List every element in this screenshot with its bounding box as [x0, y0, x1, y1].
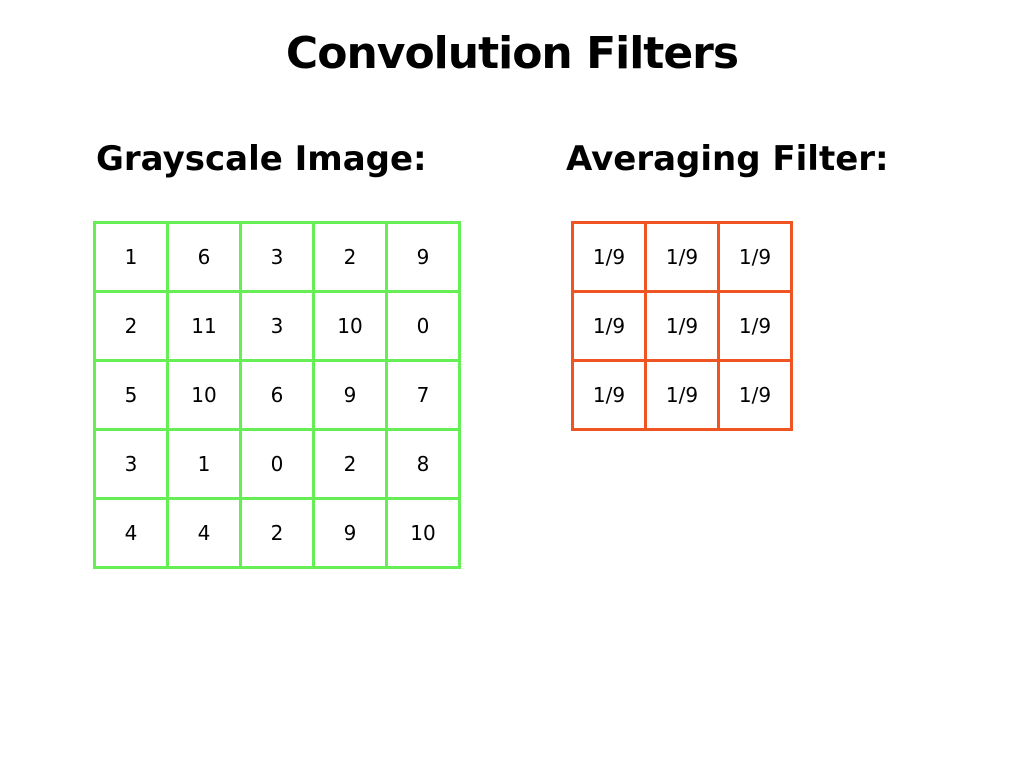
grid-cell: 7	[385, 359, 461, 431]
grid-cell: 6	[166, 221, 242, 293]
grid-cell: 4	[93, 497, 169, 569]
filter-cell: 1/9	[571, 221, 647, 293]
averaging-filter-grid: 1/9 1/9 1/9 1/9 1/9 1/9 1/9 1/9 1/9	[571, 221, 793, 431]
slide-title: Convolution Filters	[285, 28, 739, 79]
grid-cell: 3	[93, 428, 169, 500]
grid-cell: 0	[385, 290, 461, 362]
grid-row: 4 4 2 9 10	[93, 497, 461, 569]
grid-cell: 10	[385, 497, 461, 569]
averaging-filter-heading: Averaging Filter:	[566, 139, 889, 179]
grid-row: 1 6 3 2 9	[93, 221, 461, 293]
grid-cell: 9	[385, 221, 461, 293]
filter-cell: 1/9	[717, 290, 793, 362]
grid-cell: 1	[166, 428, 242, 500]
grid-cell: 11	[166, 290, 242, 362]
grid-cell: 2	[312, 428, 388, 500]
filter-cell: 1/9	[717, 221, 793, 293]
grid-cell: 0	[239, 428, 315, 500]
filter-cell: 1/9	[644, 290, 720, 362]
grid-row: 1/9 1/9 1/9	[571, 290, 793, 362]
filter-cell: 1/9	[644, 221, 720, 293]
filter-cell: 1/9	[644, 359, 720, 431]
grid-cell: 3	[239, 290, 315, 362]
grid-cell: 9	[312, 359, 388, 431]
grid-cell: 1	[93, 221, 169, 293]
grid-row: 1/9 1/9 1/9	[571, 359, 793, 431]
grid-row: 2 11 3 10 0	[93, 290, 461, 362]
grid-cell: 6	[239, 359, 315, 431]
grid-row: 1/9 1/9 1/9	[571, 221, 793, 293]
grid-cell: 8	[385, 428, 461, 500]
grid-cell: 2	[239, 497, 315, 569]
filter-cell: 1/9	[571, 290, 647, 362]
grid-cell: 10	[312, 290, 388, 362]
grid-cell: 3	[239, 221, 315, 293]
grid-cell: 9	[312, 497, 388, 569]
grayscale-image-heading: Grayscale Image:	[96, 139, 427, 179]
grid-cell: 5	[93, 359, 169, 431]
grid-cell: 2	[93, 290, 169, 362]
filter-cell: 1/9	[571, 359, 647, 431]
filter-cell: 1/9	[717, 359, 793, 431]
grayscale-image-grid: 1 6 3 2 9 2 11 3 10 0 5 10 6 9 7 3 1 0 2…	[93, 221, 461, 569]
grid-cell: 2	[312, 221, 388, 293]
grid-row: 3 1 0 2 8	[93, 428, 461, 500]
grid-row: 5 10 6 9 7	[93, 359, 461, 431]
grid-cell: 4	[166, 497, 242, 569]
grid-cell: 10	[166, 359, 242, 431]
